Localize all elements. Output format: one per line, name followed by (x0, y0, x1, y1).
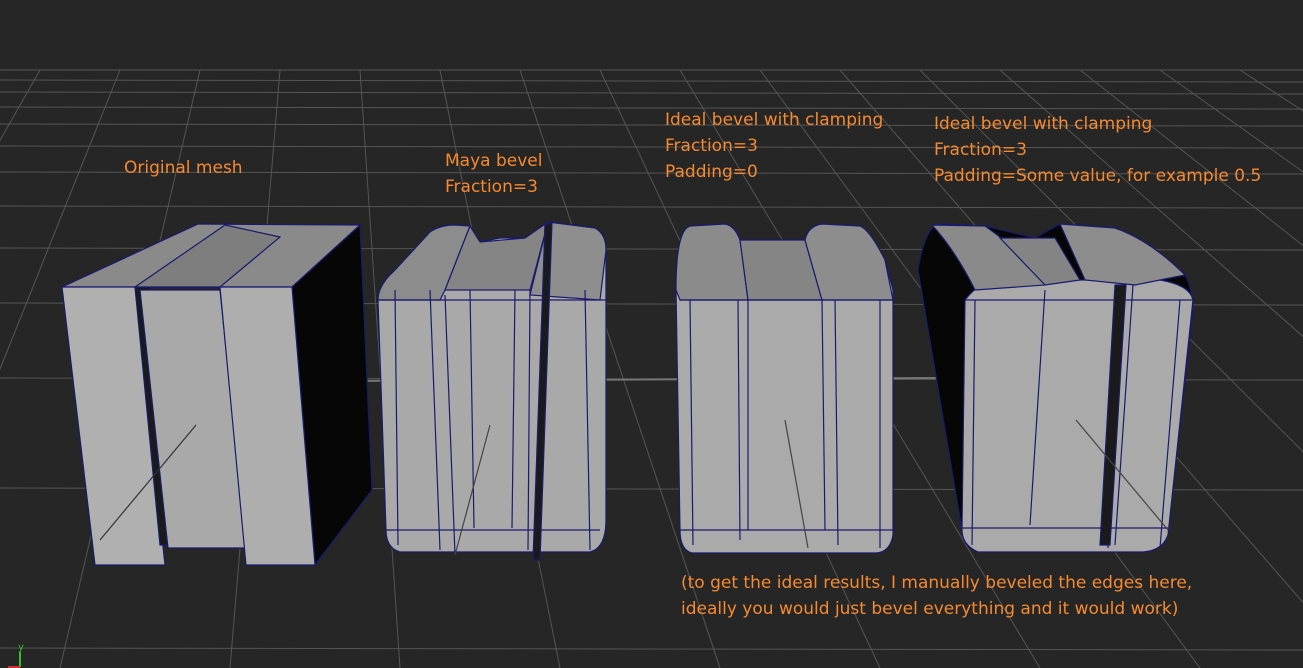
label-ideal2-fraction: Fraction=3 (934, 140, 1027, 160)
label-ideal2-title: Ideal bevel with clamping (934, 114, 1153, 134)
label-ideal2-padding: Padding=Some value, for example 0.5 (934, 166, 1262, 186)
label-original-mesh: Original mesh (124, 155, 243, 181)
label-maya-fraction: Fraction=3 (445, 177, 538, 197)
label-ideal1-fraction: Fraction=3 (665, 136, 758, 156)
label-maya-bevel: Maya bevel Fraction=3 (445, 148, 542, 200)
label-ideal1-padding: Padding=0 (665, 162, 758, 182)
label-ideal-bevel-2: Ideal bevel with clamping Fraction=3 Pad… (934, 111, 1261, 189)
label-ideal1-title: Ideal bevel with clamping (665, 110, 884, 130)
ideal-bevel-mesh-padding-05[interactable] (917, 223, 1194, 553)
view-axis-gizmo: y (8, 642, 24, 668)
ideal-bevel-mesh-padding-0[interactable] (675, 223, 894, 554)
label-original-title: Original mesh (124, 158, 243, 178)
label-note-line1: (to get the ideal results, I manually be… (681, 573, 1193, 593)
maya-bevel-mesh[interactable] (377, 220, 607, 561)
y-axis-label: y (18, 642, 24, 653)
label-note: (to get the ideal results, I manually be… (681, 570, 1192, 622)
label-note-line2: ideally you would just bevel everything … (681, 599, 1179, 619)
original-mesh[interactable] (61, 223, 373, 567)
label-maya-title: Maya bevel (445, 151, 543, 171)
label-ideal-bevel-1: Ideal bevel with clamping Fraction=3 Pad… (665, 107, 883, 185)
